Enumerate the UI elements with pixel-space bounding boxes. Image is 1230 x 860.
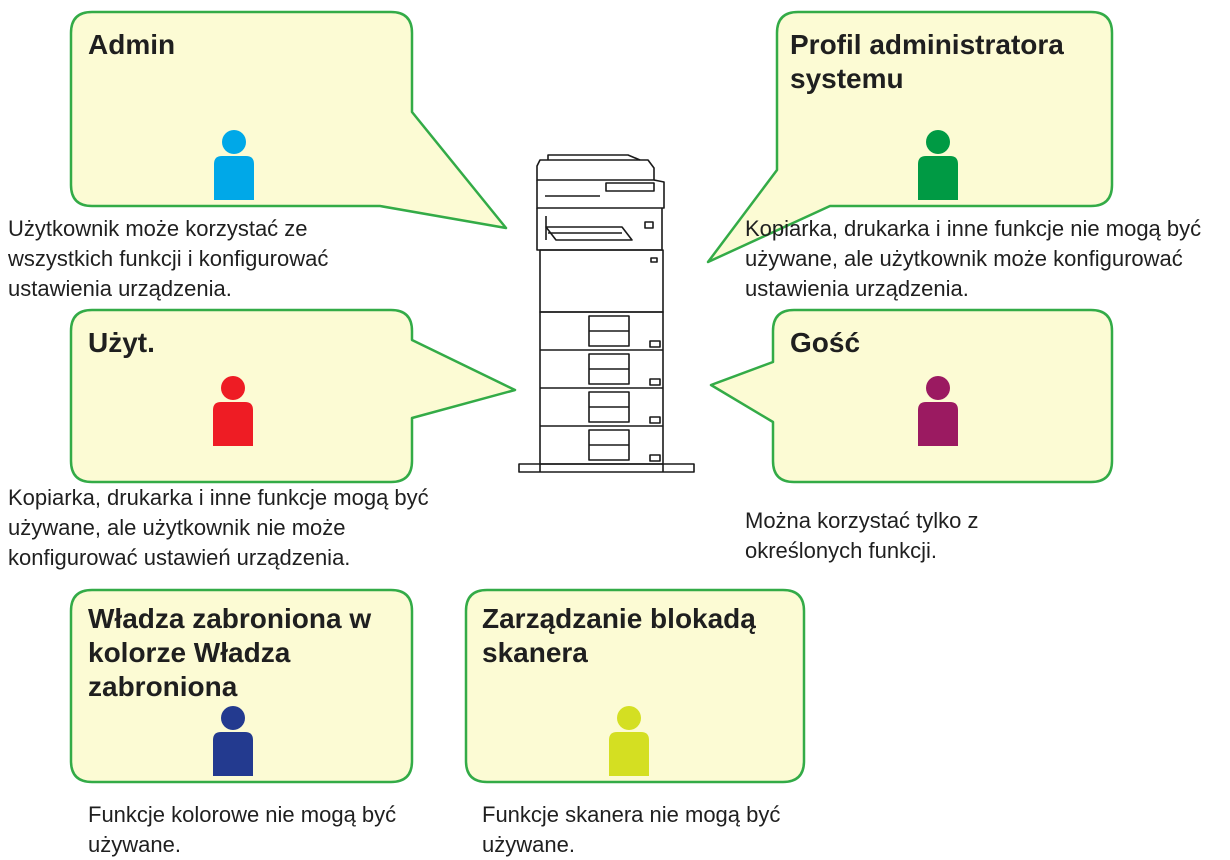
role-description-scanner-lock: Funkcje skanera nie mogą być używane. — [482, 802, 781, 857]
balloon-scanner-lock — [464, 588, 806, 784]
role-title-admin: Admin — [88, 29, 176, 60]
balloon-system-admin-profile — [706, 10, 1114, 264]
balloon-admin — [69, 10, 508, 230]
person-icon-admin — [214, 130, 254, 200]
role-title-color-prohibited: Władza zabroniona w kolorze Władza zabro… — [88, 603, 372, 702]
role-description-system-admin-profile: Kopiarka, drukarka i inne funkcje nie mo… — [745, 216, 1202, 301]
role-title-scanner-lock: Zarządzanie blokadą skanera — [482, 603, 756, 668]
printer-illustration — [518, 154, 695, 473]
person-icon-scanner-lock — [609, 706, 649, 776]
person-icon-system-admin-profile — [918, 130, 958, 200]
balloon-guest — [709, 308, 1114, 484]
role-title-system-admin-profile: Profil administratora systemu — [790, 29, 1064, 94]
person-icon-color-prohibited — [213, 706, 253, 776]
balloon-user — [69, 308, 517, 484]
role-description-admin: Użytkownik może korzystać ze wszystkich … — [8, 216, 329, 301]
person-icon-guest — [918, 376, 958, 446]
person-icon-user — [213, 376, 253, 446]
balloon-color-prohibited — [69, 588, 414, 784]
role-description-color-prohibited: Funkcje kolorowe nie mogą być używane. — [88, 802, 397, 857]
role-title-user: Użyt. — [88, 327, 155, 358]
role-description-user: Kopiarka, drukarka i inne funkcje mogą b… — [8, 485, 429, 570]
role-description-guest: Można korzystać tylko z określonych funk… — [745, 508, 979, 563]
role-title-guest: Gość — [790, 327, 861, 358]
